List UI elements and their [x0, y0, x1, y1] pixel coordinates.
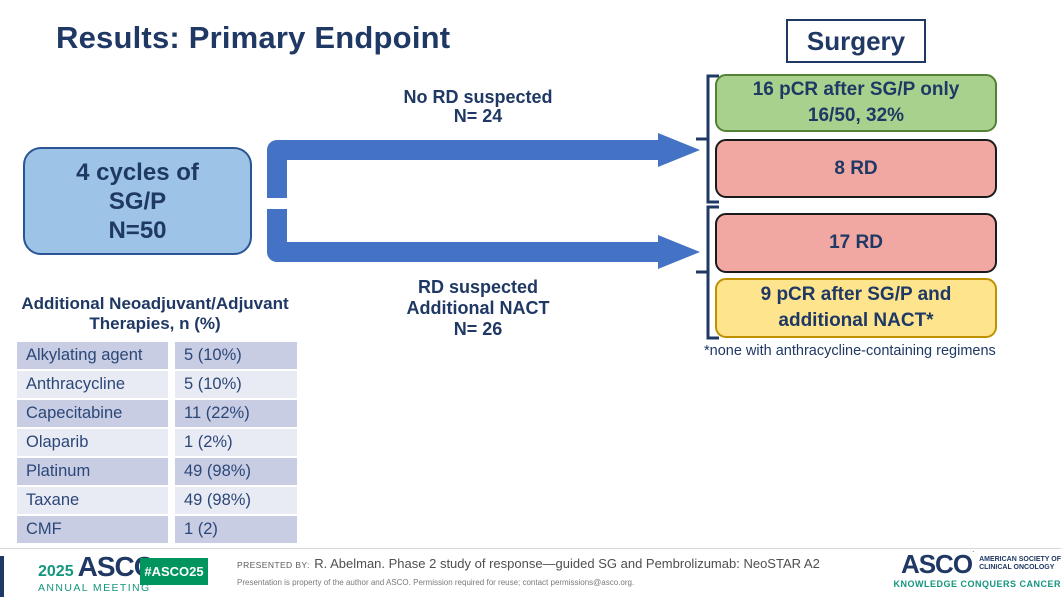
- copyright-disclaimer: Presentation is property of the author a…: [237, 578, 635, 587]
- therapy-name: Platinum: [17, 458, 168, 485]
- table-row: Anthracycline 5 (10%): [17, 371, 297, 398]
- surgery-box: Surgery: [786, 19, 926, 63]
- therapy-name: CMF: [17, 516, 168, 543]
- source-box-line1: 4 cycles of: [76, 158, 199, 186]
- therapy-name: Taxane: [17, 487, 168, 514]
- arrow-bottom-head: [658, 235, 700, 269]
- table-row: Olaparib 1 (2%): [17, 429, 297, 456]
- table-title: Additional Neoadjuvant/Adjuvant Therapie…: [5, 294, 305, 334]
- presenter-credit: PRESENTED BY: R. Abelman. Phase 2 study …: [237, 555, 820, 587]
- presented-by-text: R. Abelman. Phase 2 study of response—gu…: [314, 556, 820, 571]
- society-full-name: AMERICAN SOCIETY OF CLINICAL ONCOLOGY: [979, 556, 1061, 571]
- rd8-label: 8 RD: [834, 157, 878, 179]
- branch-label-no-rd: No RD suspected N= 24: [353, 88, 603, 126]
- asco-society-logo: ASCO ˙ AMERICAN SOCIETY OF CLINICAL ONCO…: [893, 551, 1061, 589]
- pcr-nact-line1: 9 pCR after SG/P and: [760, 284, 952, 305]
- therapy-count: 1 (2%): [175, 429, 297, 456]
- arrow-bottom-elbow: [267, 209, 658, 262]
- rd17-label: 17 RD: [829, 232, 883, 253]
- pcr-sgp-line1: 16 pCR after SG/P only: [752, 79, 960, 100]
- therapy-name: Capecitabine: [17, 400, 168, 427]
- pcr-sgp-line2: 16/50, 32%: [807, 105, 905, 126]
- arrow-top-elbow: [267, 140, 658, 198]
- outcome-box-17-rd: 17 RD: [715, 213, 997, 273]
- therapy-count: 49 (98%): [175, 487, 297, 514]
- meeting-name: ANNUAL MEETING: [38, 582, 151, 594]
- table-row: Platinum 49 (98%): [17, 458, 297, 485]
- therapy-name: Alkylating agent: [17, 342, 168, 369]
- footnote: *none with anthracycline-containing regi…: [704, 343, 996, 359]
- table-title-line1: Additional Neoadjuvant/Adjuvant: [21, 294, 289, 313]
- therapy-name: Anthracycline: [17, 371, 168, 398]
- branch-no-rd-line1: No RD suspected: [403, 87, 553, 107]
- page-title: Results: Primary Endpoint: [56, 20, 451, 55]
- hashtag-badge: #ASCO25: [140, 558, 208, 585]
- therapy-count: 1 (2): [175, 516, 297, 543]
- source-box-sgp: 4 cycles of SG/P N=50: [23, 147, 252, 255]
- presented-by-label: PRESENTED BY:: [237, 560, 310, 570]
- therapy-name: Olaparib: [17, 429, 168, 456]
- table-row: Alkylating agent 5 (10%): [17, 342, 297, 369]
- pcr-nact-line2: additional NACT*: [778, 310, 934, 331]
- therapy-count: 11 (22%): [175, 400, 297, 427]
- asco-society-wordmark: ASCO: [900, 549, 973, 579]
- footer-divider: [0, 548, 1061, 549]
- table-row: CMF 1 (2): [17, 516, 297, 543]
- footer-accent-bar: [0, 556, 4, 597]
- outcome-box-pcr-sgp-only: 16 pCR after SG/P only 16/50, 32%: [715, 74, 997, 132]
- table-title-line2: Therapies, n (%): [89, 314, 221, 333]
- table-row: Capecitabine 11 (22%): [17, 400, 297, 427]
- therapy-table: Alkylating agent 5 (10%) Anthracycline 5…: [17, 342, 297, 545]
- branch-label-rd-suspected: RD suspected Additional NACT N= 26: [353, 277, 603, 340]
- therapy-count: 5 (10%): [175, 342, 297, 369]
- table-row: Taxane 49 (98%): [17, 487, 297, 514]
- branch-no-rd-line2: N= 24: [453, 106, 503, 126]
- outcome-box-8-rd: 8 RD: [715, 139, 997, 198]
- source-box-line3: N=50: [108, 216, 167, 244]
- outcome-box-pcr-nact: 9 pCR after SG/P and additional NACT*: [715, 278, 997, 338]
- branch-rd-line2: Additional NACT: [406, 298, 550, 318]
- source-box-line2: SG/P: [108, 187, 167, 215]
- surgery-label: Surgery: [806, 25, 906, 56]
- arrow-top-head: [658, 133, 700, 167]
- therapy-count: 5 (10%): [175, 371, 297, 398]
- branch-rd-line3: N= 26: [453, 319, 503, 339]
- meeting-year: 2025: [38, 563, 74, 580]
- trademark-dot: ˙: [972, 550, 976, 560]
- society-tagline: KNOWLEDGE CONQUERS CANCER: [893, 579, 1061, 589]
- therapy-count: 49 (98%): [175, 458, 297, 485]
- hashtag-label: #ASCO25: [144, 564, 204, 579]
- branch-rd-line1: RD suspected: [417, 277, 539, 297]
